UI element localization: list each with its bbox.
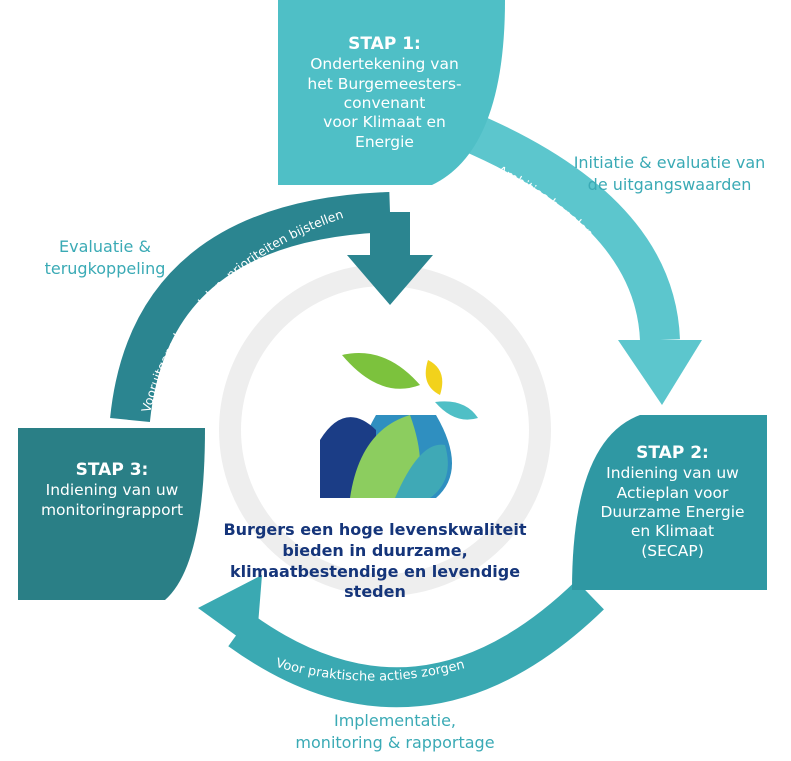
phase-evaluation: Evaluatie & terugkoppeling bbox=[44, 237, 166, 278]
step1-text: STAP 1: Ondertekening van het Burgemeest… bbox=[282, 34, 487, 152]
step2-description: Indiening van uw Actieplan voor Duurzame… bbox=[600, 464, 745, 560]
step1-title: STAP 1: bbox=[348, 34, 421, 54]
step3-description: Indiening van uw monitoringrapport bbox=[40, 481, 184, 519]
arrow-step3-to-center bbox=[110, 192, 433, 423]
step2-title: STAP 2: bbox=[636, 443, 709, 463]
step1-box bbox=[278, 0, 505, 185]
covenant-logo-icon bbox=[320, 353, 478, 498]
step2-box bbox=[572, 415, 767, 590]
arrow-step2-to-step3 bbox=[198, 575, 604, 708]
step3-box bbox=[18, 428, 205, 600]
phase-initiation: Initiatie & evaluatie van de uitgangswaa… bbox=[573, 153, 766, 194]
center-mission-text: Burgers een hoge levenskwaliteit bieden … bbox=[223, 520, 527, 602]
step3-title: STAP 3: bbox=[75, 460, 149, 480]
step2-text: STAP 2: Indiening van uw Actieplan voor … bbox=[580, 443, 765, 561]
step3-text: STAP 3: Indiening van uw monitoringrappo… bbox=[22, 460, 202, 520]
phase-implementation: Implementatie, monitoring & rapportage bbox=[295, 711, 495, 752]
arrow-step1-to-step2 bbox=[457, 111, 702, 405]
step1-description: Ondertekening van het Burgemeesters- con… bbox=[307, 55, 462, 151]
